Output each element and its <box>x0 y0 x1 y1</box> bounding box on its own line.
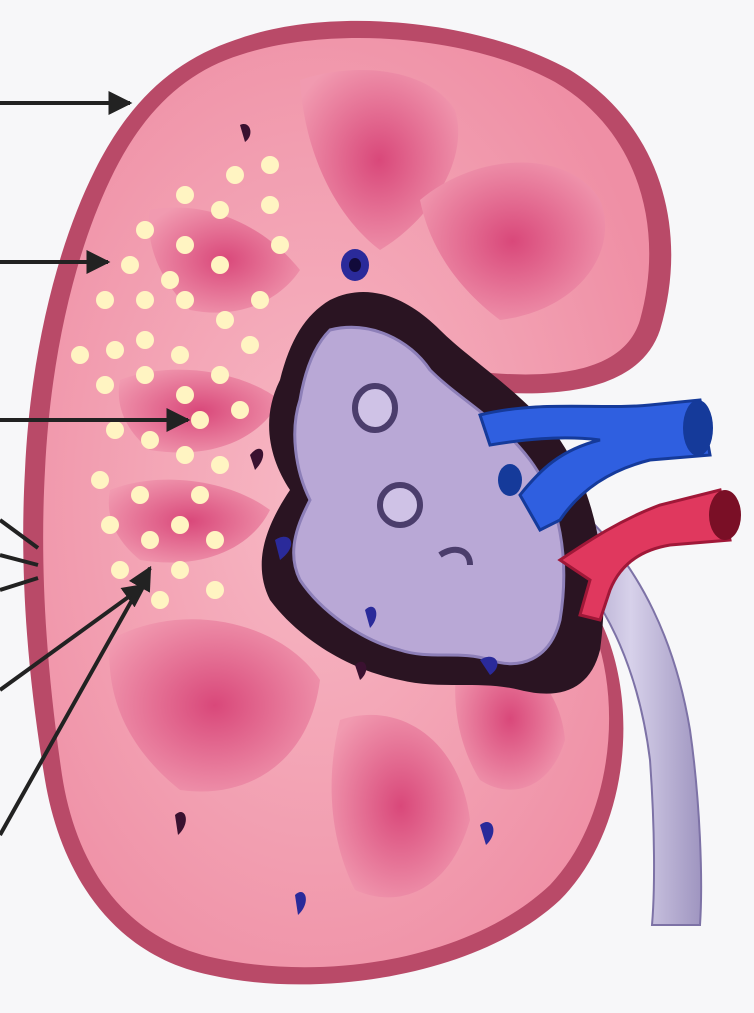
calyx-2 <box>380 485 420 525</box>
calyx-1 <box>355 386 395 430</box>
